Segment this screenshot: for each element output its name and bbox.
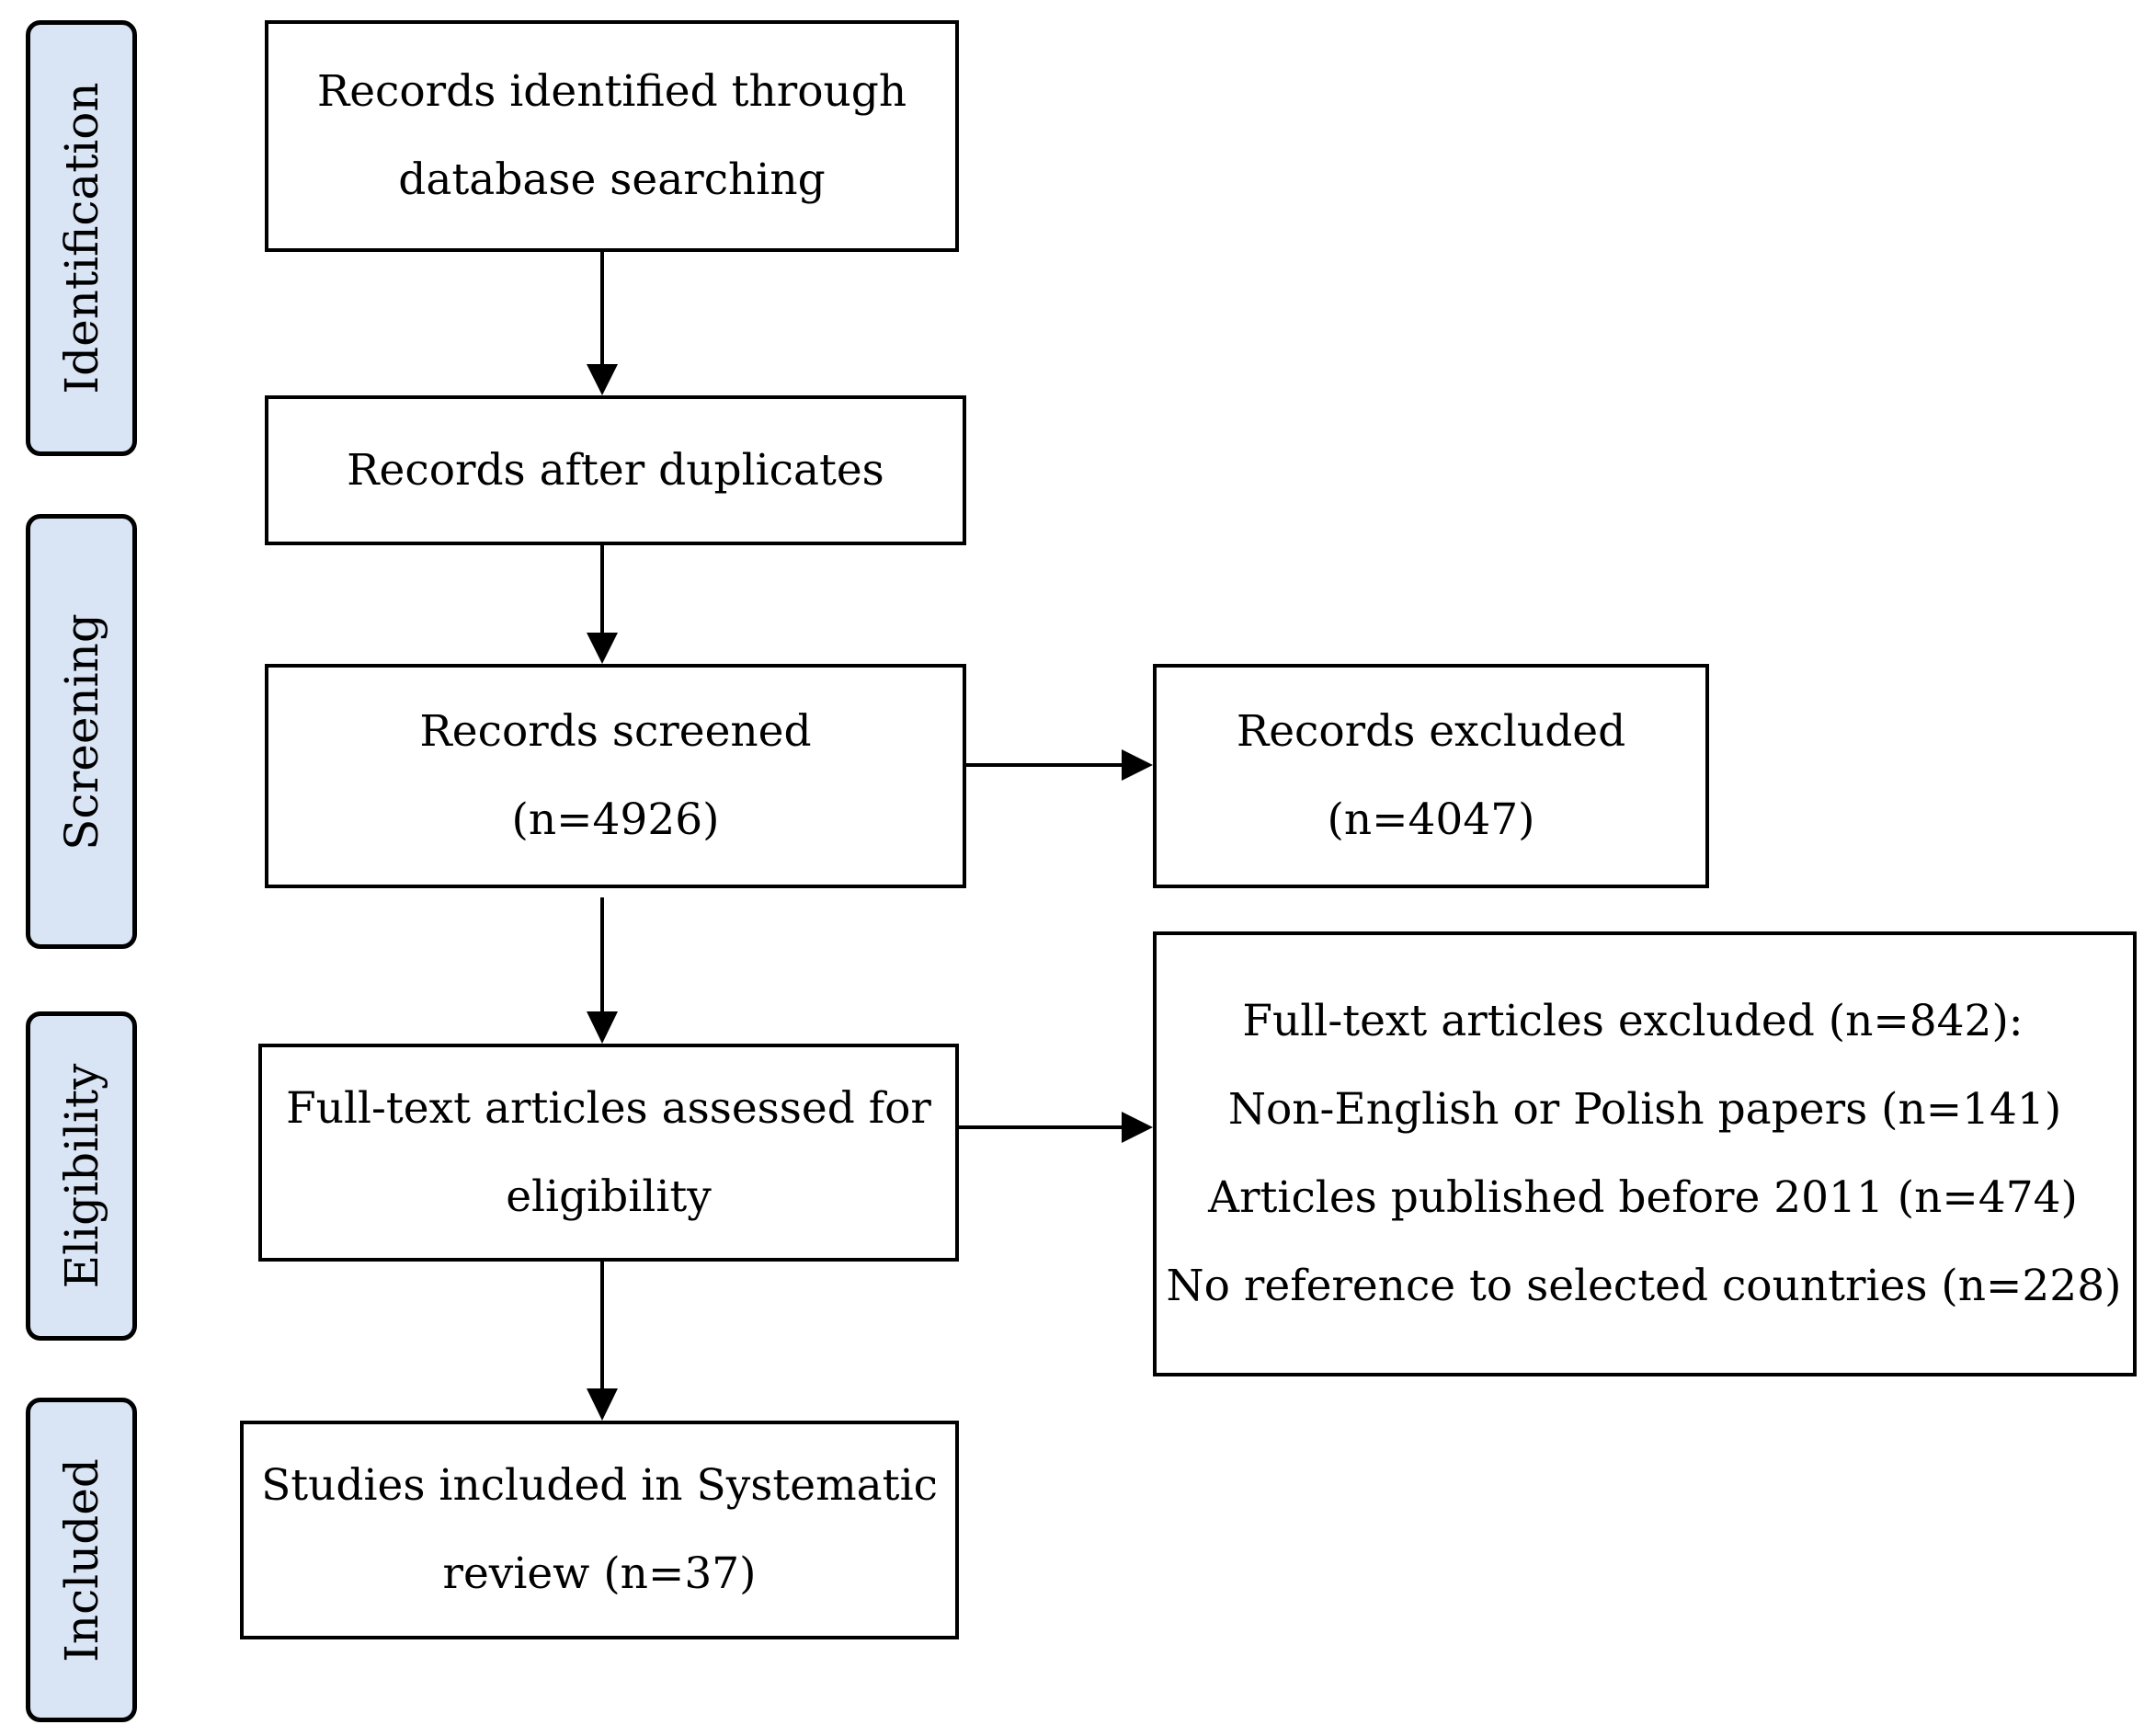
phase-eligibility: Eligibility [26, 1011, 137, 1341]
records-identified-box: Records identified through database sear… [265, 20, 959, 252]
records-after-duplicates-line1: Records after duplicates [347, 444, 884, 496]
arrow-assessed-to-included-head [587, 1388, 618, 1421]
phase-eligibility-label: Eligibility [54, 1063, 108, 1289]
records-identified-line2: database searching [398, 154, 826, 205]
full-text-assessed-line1: Full-text articles assessed for [286, 1082, 931, 1134]
studies-included-line1: Studies included in Systematic [261, 1460, 938, 1511]
records-excluded-count: (n=4047) [1327, 794, 1535, 845]
full-text-excluded-box: Full-text articles excluded (n=842): Non… [1153, 931, 2137, 1376]
studies-included-line2: review (n=37) [442, 1548, 757, 1599]
arrow-screened-to-assessed-head [587, 1011, 618, 1044]
phase-screening: Screening [26, 514, 137, 949]
records-identified-line1: Records identified through [316, 66, 907, 117]
records-excluded-box: Records excluded (n=4047) [1153, 664, 1709, 888]
exclusion-reason-year: Articles published before 2011 (n=474) [1208, 1172, 2078, 1223]
arrow-identified-to-duplicates-head [587, 364, 618, 395]
records-screened-box: Records screened (n=4926) [265, 664, 966, 888]
full-text-assessed-box: Full-text articles assessed for eligibil… [258, 1044, 959, 1262]
records-screened-count: (n=4926) [511, 794, 720, 845]
arrow-duplicates-to-screened-head [587, 633, 618, 664]
full-text-excluded-header: Full-text articles excluded (n=842): [1242, 996, 2024, 1046]
exclusion-reason-countries: No reference to selected countries (n=22… [1166, 1261, 2122, 1311]
phase-identification-label: Identification [54, 82, 108, 394]
phase-identification: Identification [26, 20, 137, 456]
arrow-assessed-to-fulltext-excluded-head [1122, 1112, 1153, 1143]
studies-included-box: Studies included in Systematic review (n… [240, 1421, 959, 1639]
phase-included: Included [26, 1398, 137, 1722]
full-text-assessed-line2: eligibility [506, 1171, 712, 1222]
records-screened-line1: Records screened [419, 706, 812, 757]
records-after-duplicates-box: Records after duplicates [265, 395, 966, 545]
arrow-screened-to-excluded-head [1122, 749, 1153, 781]
phase-included-label: Included [54, 1457, 108, 1662]
exclusion-reason-language: Non-English or Polish papers (n=141) [1227, 1084, 2062, 1135]
records-excluded-line1: Records excluded [1236, 706, 1626, 757]
phase-screening-label: Screening [54, 612, 108, 851]
